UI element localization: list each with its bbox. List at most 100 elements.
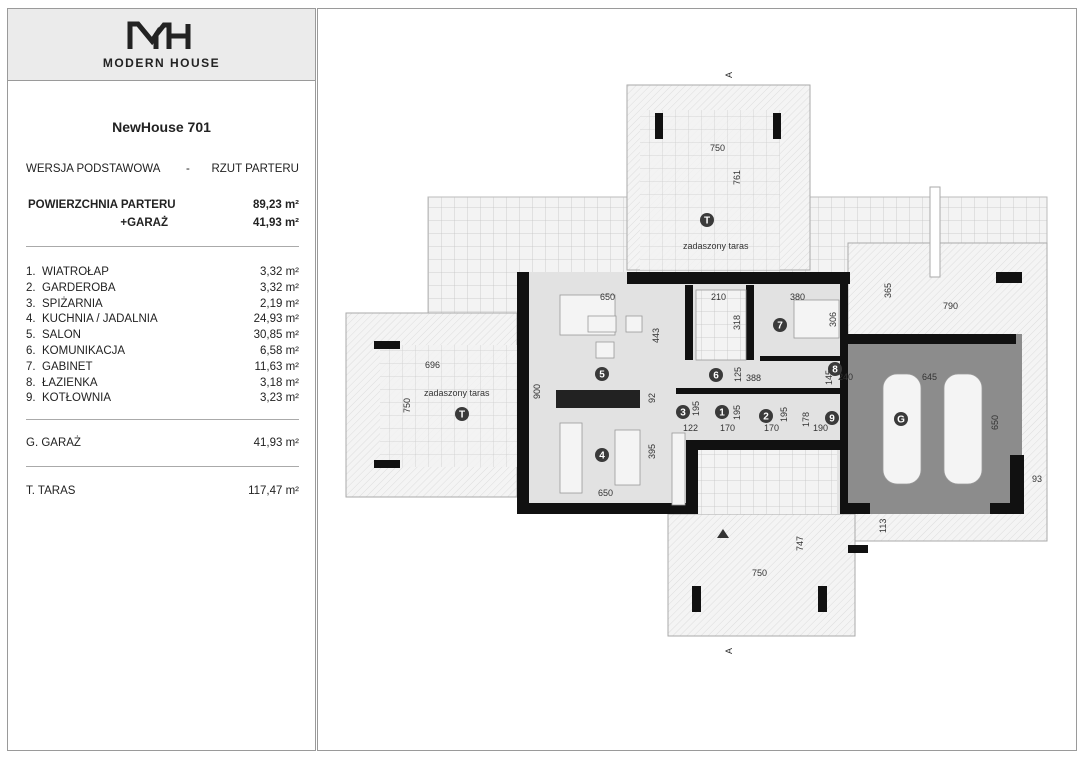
room-marker-9: 9 [825, 411, 839, 425]
ground-area-value: 89,23 m² [252, 199, 299, 211]
svg-text:790: 790 [943, 301, 958, 311]
room-marker-4: 4 [595, 448, 609, 462]
garage-floor [848, 334, 1022, 514]
svg-text:747: 747 [795, 536, 805, 551]
version-label: WERSJA PODSTAWOWA [26, 163, 161, 175]
svg-text:2: 2 [763, 412, 769, 423]
svg-text:G: G [897, 415, 905, 426]
svg-text:650: 650 [990, 415, 1000, 430]
terrace-label: zadaszony taras [683, 241, 749, 251]
svg-text:900: 900 [532, 384, 542, 399]
logo-header: MODERN HOUSE [8, 9, 315, 81]
entrance-arrow-icon [717, 529, 729, 538]
svg-text:750: 750 [402, 398, 412, 413]
svg-text:145: 145 [824, 370, 834, 385]
room-marker-terrace: T [455, 407, 469, 421]
svg-text:178: 178 [801, 412, 811, 427]
svg-text:750: 750 [710, 143, 725, 153]
svg-text:3: 3 [680, 408, 686, 419]
room-marker-garage: G [894, 412, 908, 426]
project-title: NewHouse 701 [112, 119, 211, 135]
garage-area-label: +GARAŻ [120, 217, 168, 229]
room-markers: 5 6 7 8 3 1 2 9 4 G T T [455, 213, 908, 462]
terrace-value: 117,47 m² [248, 485, 299, 497]
svg-text:650: 650 [598, 488, 613, 498]
garage-value: 41,93 m² [253, 437, 299, 449]
ground-area-label: POWIERZCHNIA PARTERU [28, 199, 176, 211]
room-marker-5: 5 [595, 367, 609, 381]
svg-text:170: 170 [720, 423, 735, 433]
divider [26, 419, 299, 420]
svg-text:210: 210 [711, 292, 726, 302]
section-marker-bottom: A [724, 648, 734, 654]
terrace-label: zadaszony taras [424, 388, 490, 398]
svg-text:195: 195 [732, 405, 742, 420]
svg-text:9: 9 [829, 414, 835, 425]
svg-text:395: 395 [647, 444, 657, 459]
garage-label: G. GARAŻ [26, 437, 81, 449]
svg-text:5: 5 [599, 370, 605, 381]
svg-text:92: 92 [647, 393, 657, 403]
garage-area-value: 41,93 m² [252, 217, 299, 229]
furniture [559, 289, 983, 506]
svg-text:388: 388 [746, 373, 761, 383]
info-panel: MODERN HOUSE NewHouse 701 WERSJA PODSTAW… [7, 8, 316, 751]
dining-table [559, 422, 583, 494]
brand-name: MODERN HOUSE [102, 56, 221, 70]
svg-text:T: T [704, 216, 710, 227]
car-1 [882, 373, 922, 485]
svg-text:93: 93 [1032, 474, 1042, 484]
svg-text:113: 113 [878, 519, 888, 533]
room-marker-8: 8 [828, 362, 842, 376]
svg-text:4: 4 [599, 451, 605, 462]
svg-text:125: 125 [733, 367, 743, 382]
room-marker-7: 7 [773, 318, 787, 332]
view-label: RZUT PARTERU [211, 163, 299, 175]
room-marker-1: 1 [715, 405, 729, 419]
svg-text:6: 6 [713, 371, 719, 382]
svg-text:306: 306 [828, 312, 838, 327]
garage-row: G. GARAŻ 41,93 m² [26, 437, 299, 449]
svg-text:8: 8 [832, 365, 838, 376]
divider [26, 466, 299, 467]
version-separator: - [186, 163, 190, 175]
svg-text:170: 170 [764, 423, 779, 433]
terrace-row: T. TARAS 117,47 m² [26, 485, 299, 497]
car-2 [943, 373, 983, 485]
svg-text:443: 443 [651, 328, 661, 343]
kitchen-island [614, 429, 641, 486]
version-row: WERSJA PODSTAWOWA - RZUT PARTERU [26, 163, 299, 175]
svg-text:1: 1 [719, 408, 725, 419]
svg-text:195: 195 [691, 401, 701, 416]
svg-text:240: 240 [838, 372, 853, 382]
section-marker-top: A [724, 72, 734, 78]
terrace-label: T. TARAS [26, 485, 76, 497]
room-marker-3: 3 [676, 405, 690, 419]
room-marker-2: 2 [759, 409, 773, 423]
svg-text:645: 645 [922, 372, 937, 382]
svg-text:318: 318 [732, 315, 742, 330]
plan-frame [317, 8, 1077, 751]
svg-text:195: 195 [779, 407, 789, 422]
room-marker-6: 6 [709, 368, 723, 382]
svg-text:365: 365 [883, 283, 893, 298]
svg-text:650: 650 [600, 292, 615, 302]
mh-logo-icon [127, 21, 191, 49]
svg-text:190: 190 [813, 423, 828, 433]
entrance-terrace [667, 513, 856, 637]
divider [26, 246, 299, 247]
svg-text:7: 7 [777, 321, 783, 332]
svg-text:761: 761 [732, 170, 742, 185]
dimensions: 750 761 zadaszony taras 365 790 696 750 … [402, 72, 1042, 654]
svg-text:122: 122 [683, 423, 698, 433]
